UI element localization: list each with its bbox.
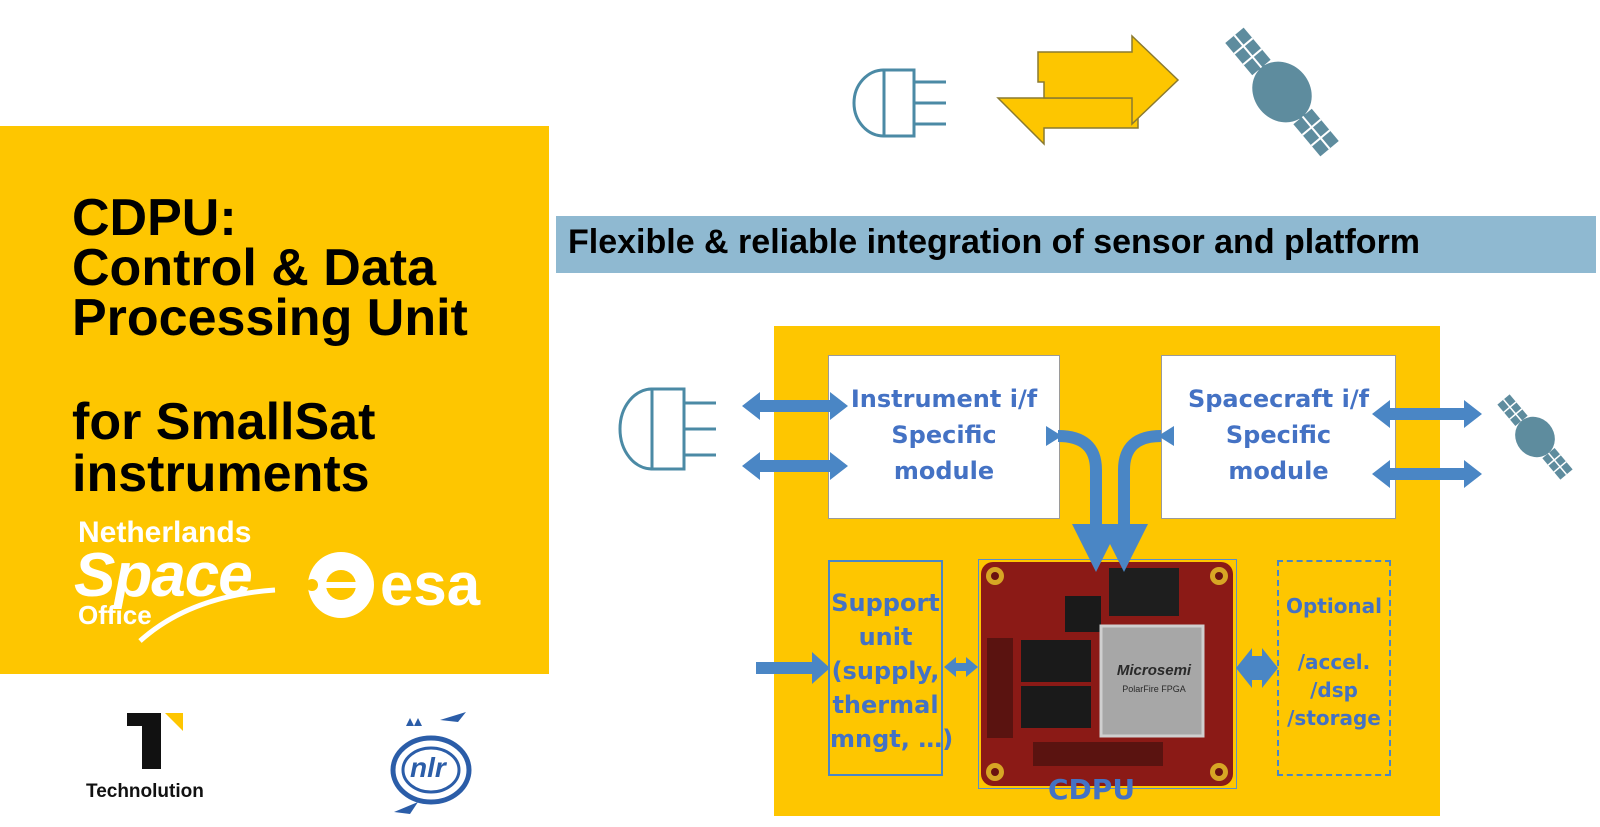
title-line-3: Processing Unit: [72, 289, 468, 347]
nso-logo-line-3: Office: [78, 600, 152, 630]
banner-text: Flexible & reliable integration of senso…: [568, 223, 1421, 261]
nso-logo-line-1: Netherlands: [78, 516, 252, 549]
instrument-module: Instrument i/f Specific module: [828, 355, 1060, 519]
processor-board: Microsemi PolarFire FPGA: [978, 559, 1237, 789]
cdpu-label: CDPU: [1048, 773, 1136, 806]
spacecraft-module-line-2: Specific: [1225, 421, 1332, 449]
title-line-1: CDPU:: [72, 189, 237, 247]
satellite-icon-top: [1225, 27, 1339, 157]
instrument-arrow-upper: [742, 392, 848, 420]
spacecraft-module-line-3: module: [1228, 457, 1329, 485]
technolution-t-icon: [127, 713, 183, 769]
satellite-icon-right: [1497, 394, 1573, 480]
spacecraft-module-line-1: Spacecraft i/f: [1187, 385, 1370, 413]
nlr-label: nlr: [410, 752, 446, 783]
nlr-emblem-icon: [390, 712, 472, 814]
instrument-module-line-1: Instrument i/f: [850, 385, 1038, 413]
title-line-2: Control & Data: [72, 239, 436, 297]
spacecraft-module: Spacecraft i/f Specific module: [1161, 355, 1396, 519]
data-flow-arrow-icon: [996, 34, 1180, 146]
instrument-module-line-3: module: [893, 457, 995, 485]
banner: Flexible & reliable integration of senso…: [556, 216, 1596, 273]
support-unit-line-1: Support: [831, 589, 940, 617]
support-unit-line-3: (supply,: [831, 657, 940, 685]
instrument-icon-left: [618, 387, 716, 471]
support-board-arrow: [944, 657, 978, 677]
optional-line-1: Optional: [1285, 594, 1383, 618]
spacecraft-board-arrow: [1100, 430, 1162, 572]
power-input-arrow: [756, 652, 830, 684]
optional-board-arrow: [1236, 648, 1278, 688]
chip-subtitle: PolarFire FPGA: [1122, 684, 1186, 694]
instrument-arrow-lower: [742, 452, 848, 480]
nso-swoosh-icon: [138, 587, 276, 643]
circuit-board-image: [981, 562, 1233, 786]
spacecraft-arrow-upper: [1372, 400, 1482, 428]
support-unit-line-5: mngt, …): [830, 725, 954, 753]
title-panel: CDPU: Control & Data Processing Unit for…: [0, 126, 549, 674]
instrument-icon-top: [852, 68, 946, 138]
optional-line-4: /storage: [1287, 706, 1381, 730]
title-line-4: for SmallSat: [72, 393, 376, 451]
esa-emblem-icon: [306, 552, 374, 618]
title-line-5: instruments: [72, 445, 370, 503]
instrument-module-line-2: Specific: [891, 421, 997, 449]
instrument-board-arrow: [1057, 430, 1120, 572]
support-unit-line-4: thermal: [832, 691, 939, 719]
technolution-label: Technolution: [86, 781, 204, 802]
chip-brand: Microsemi: [1116, 662, 1192, 679]
support-unit: Support unit (supply, thermal mngt, …): [828, 560, 954, 776]
optional-line-2: /accel.: [1297, 650, 1371, 674]
spacecraft-arrow-lower: [1372, 460, 1482, 488]
esa-logo-text: esa: [380, 551, 481, 618]
optional-line-3: /dsp: [1310, 678, 1358, 702]
support-unit-line-2: unit: [858, 623, 913, 651]
